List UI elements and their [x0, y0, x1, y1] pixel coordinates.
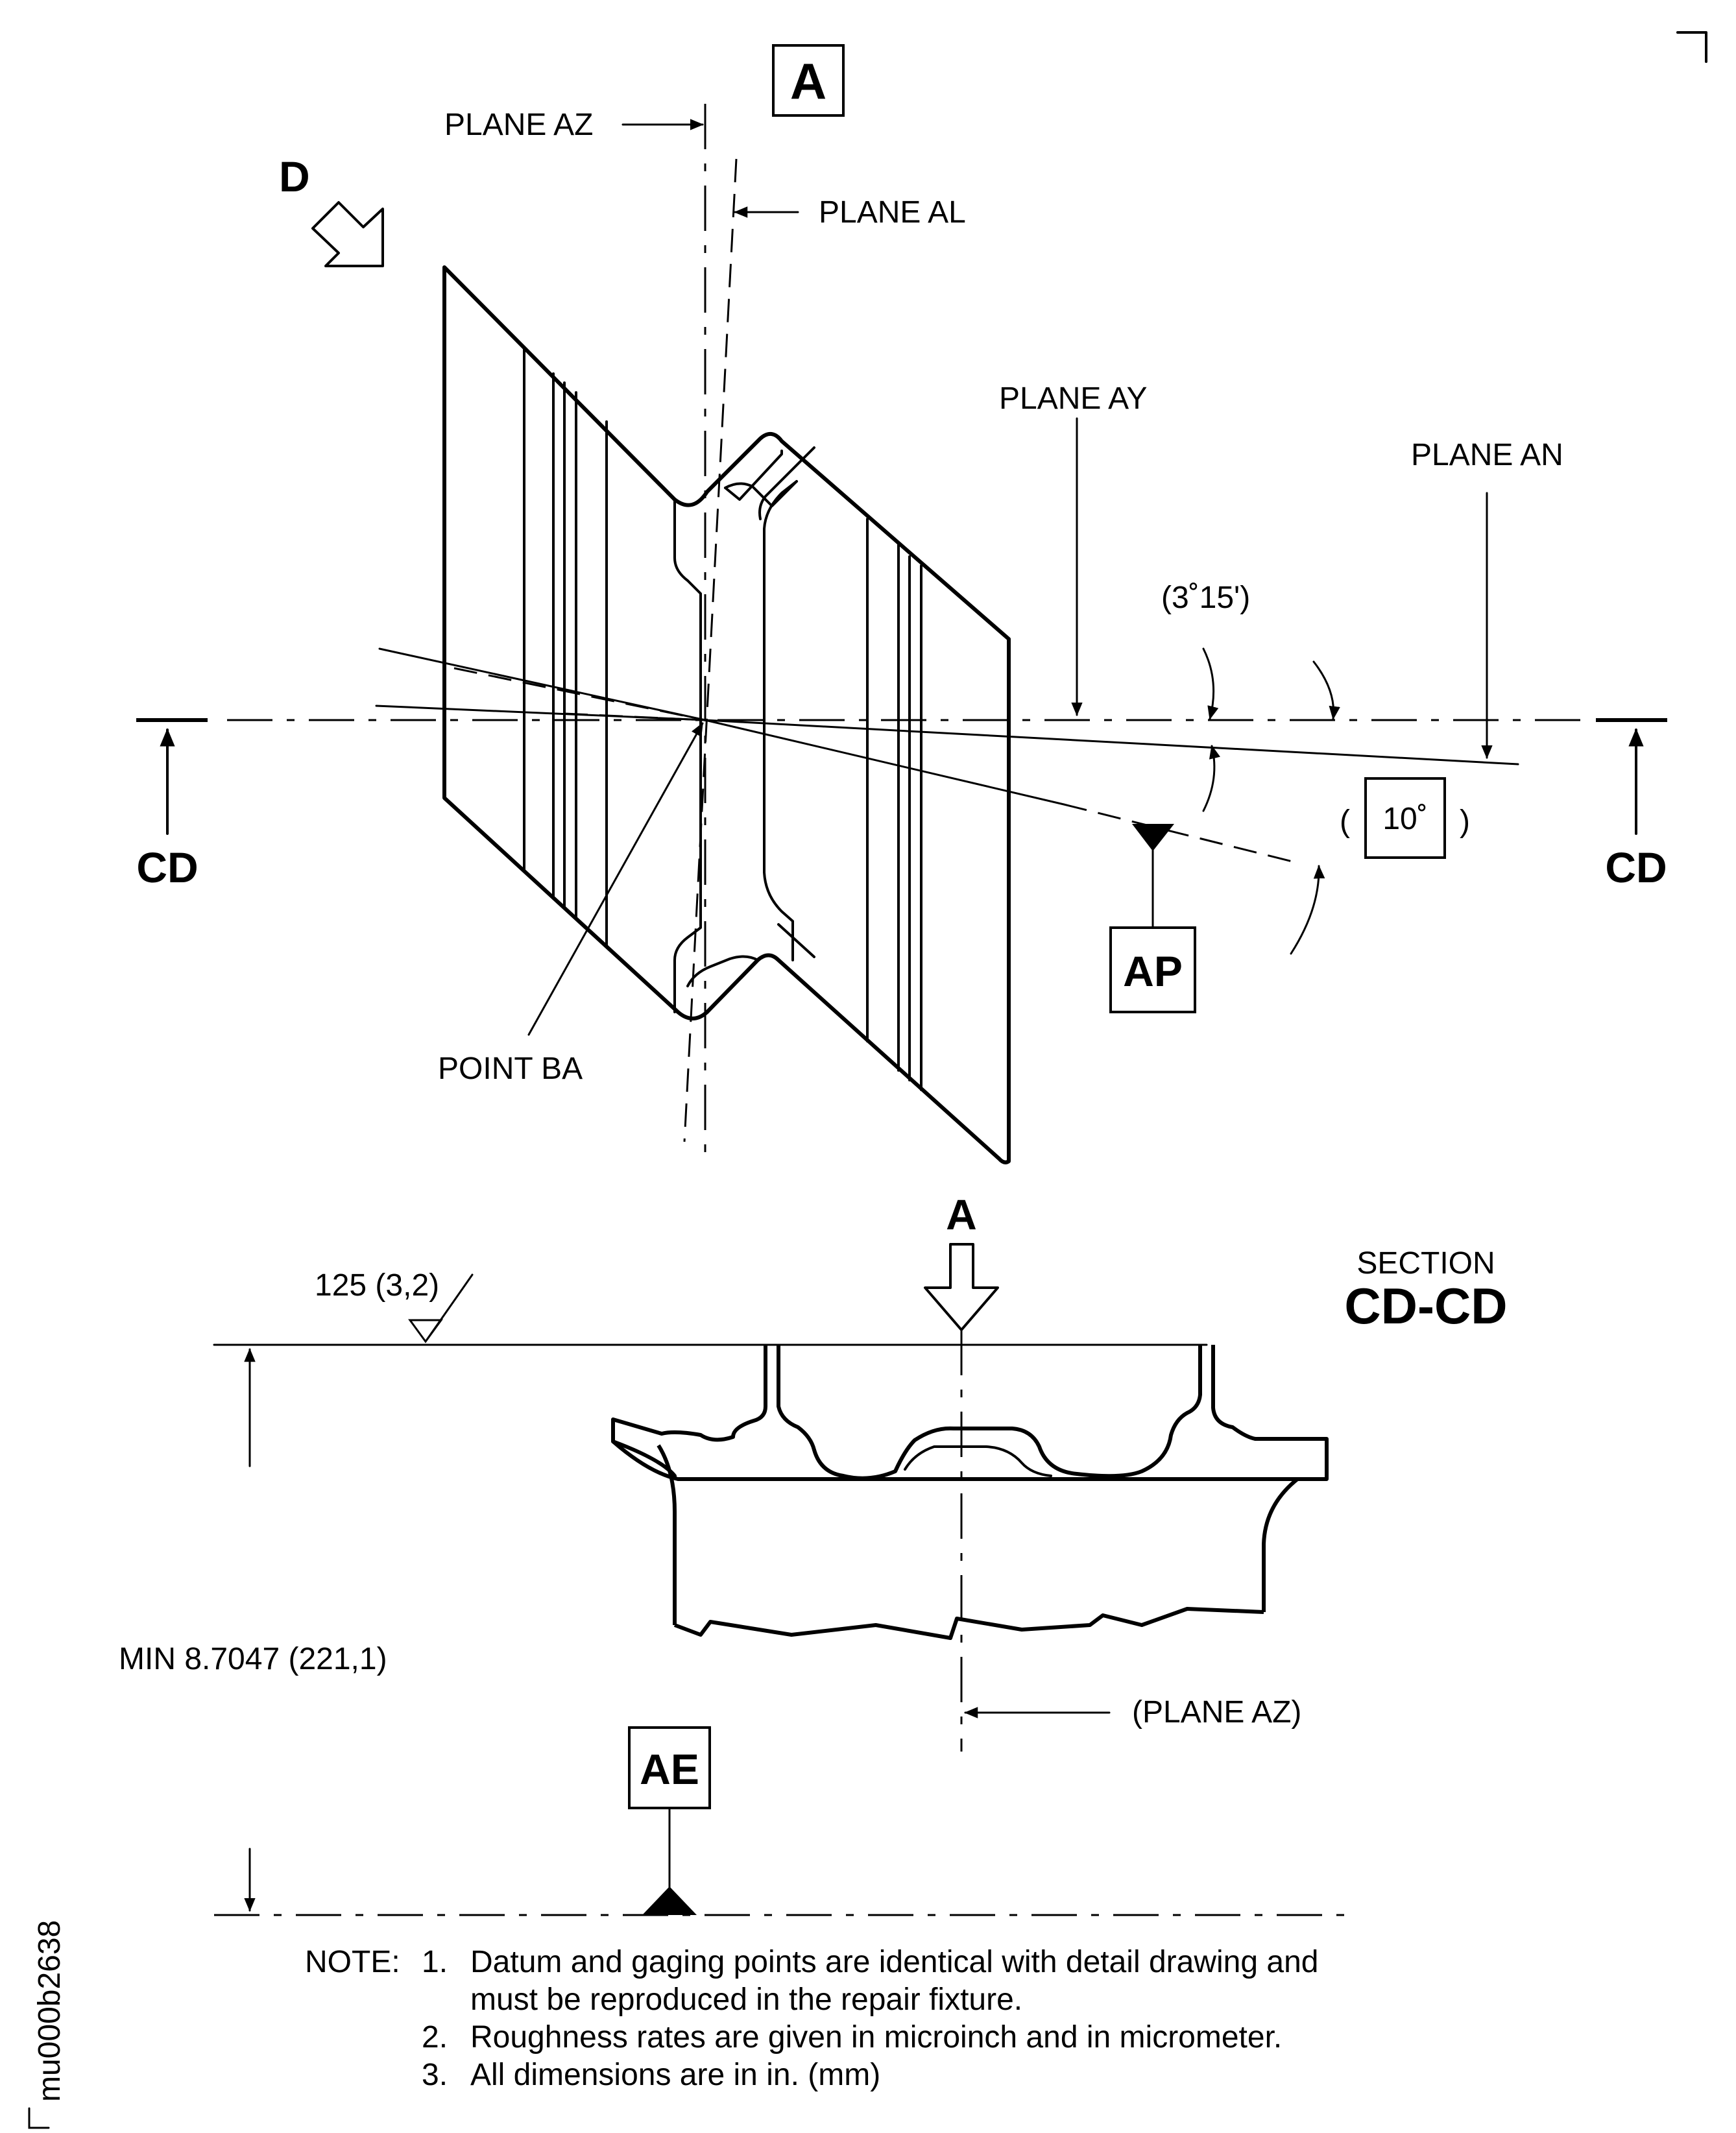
note-1-line2: must be reproduced in the repair fixture…: [470, 1982, 1022, 2017]
angle-rays: [375, 647, 1519, 864]
figure-id-mark: [28, 2107, 50, 2129]
plane-al-label: PLANE AL: [819, 195, 966, 230]
plane-ay-label: PLANE AY: [999, 381, 1148, 416]
note-1-line1: Datum and gaging points are identical wi…: [470, 1945, 1318, 1979]
view-a-arrow-icon: [924, 1243, 999, 1331]
angle-small-label: (3˚15'): [1161, 581, 1250, 615]
note-1-num: 1.: [422, 1945, 448, 1979]
plane-an-label: PLANE AN: [1411, 438, 1563, 472]
view-d-label: D: [279, 152, 310, 200]
datum-ap-triangle: [1132, 824, 1174, 851]
view-d-arrow-icon: [311, 201, 384, 267]
notes: NOTE: 1. Datum and gaging points are ide…: [305, 1945, 1318, 2092]
section-caption: SECTION: [1356, 1246, 1495, 1281]
datum-ae-triangle: [642, 1886, 697, 1915]
svg-text:AE: AE: [640, 1745, 699, 1793]
svg-text:A: A: [790, 53, 826, 110]
point-ba-leader: [527, 722, 704, 1036]
view-a-label: A: [946, 1190, 977, 1238]
datum-a-box: A: [772, 44, 845, 117]
point-ba-label: POINT BA: [438, 1052, 583, 1086]
datum-ae-box: AE: [628, 1726, 711, 1809]
angle-small-arc-bottom: [1202, 745, 1220, 812]
corner-mark: [1676, 31, 1707, 63]
angle-basic-value: 10˚: [1382, 802, 1427, 836]
min-dimension-label: MIN 8.7047 (221,1): [119, 1642, 387, 1676]
angle-small-arc-top: [1202, 647, 1219, 720]
angle-basic-close: ): [1460, 804, 1470, 839]
plane-az-label: PLANE AZ: [444, 108, 593, 142]
section-part: [611, 1345, 1329, 1640]
figure-id: mu000b2638: [32, 1920, 67, 2102]
note-2-num: 2.: [422, 2020, 448, 2055]
note-3-num: 3.: [422, 2058, 448, 2092]
plane-al-line: [683, 158, 738, 1142]
roughness-label: 125 (3,2): [315, 1268, 439, 1303]
section-label-left: CD: [136, 843, 198, 891]
plane-az-ref-label: (PLANE AZ): [1132, 1695, 1301, 1729]
svg-text:AP: AP: [1123, 947, 1183, 995]
section-id: CD-CD: [1344, 1277, 1507, 1334]
angle-basic-box: [1364, 777, 1446, 859]
section-label-right: CD: [1605, 843, 1667, 891]
blade-platform: [442, 265, 1011, 1164]
angle-basic-open: (: [1340, 804, 1350, 839]
angle-large-arc-top: [1312, 660, 1340, 720]
note-2-line1: Roughness rates are given in microinch a…: [470, 2020, 1282, 2055]
notes-heading: NOTE:: [305, 1945, 400, 1979]
datum-ap-box: AP: [1109, 926, 1196, 1013]
angle-large-arc-bottom: [1290, 865, 1325, 955]
note-3-line1: All dimensions are in in. (mm): [470, 2058, 880, 2092]
roughness-symbol: [408, 1273, 474, 1344]
